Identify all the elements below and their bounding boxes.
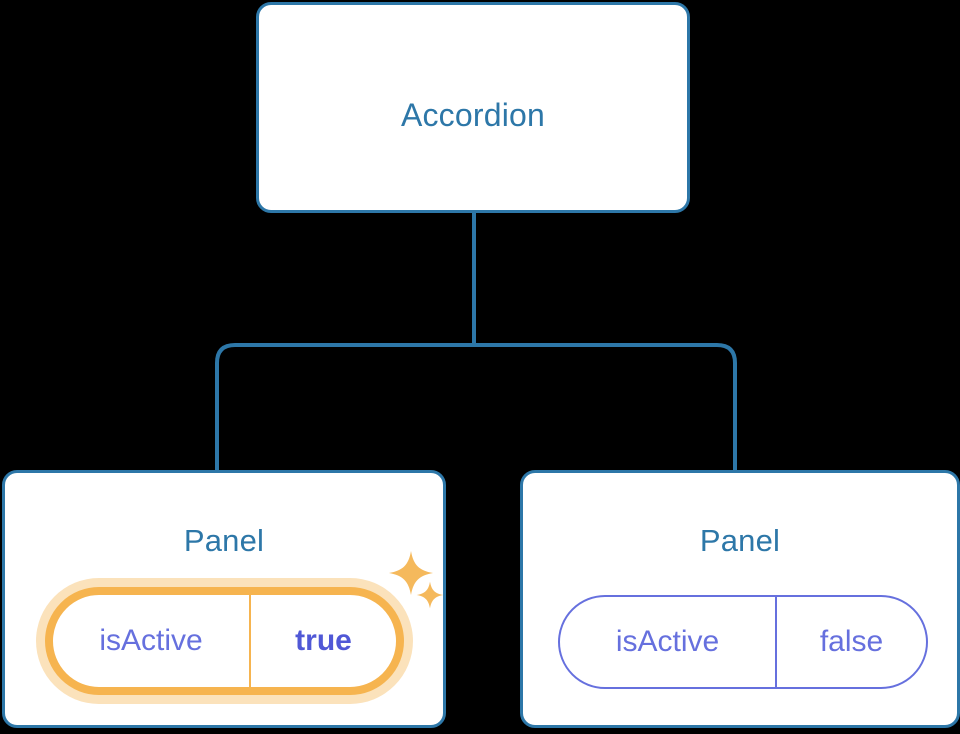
node-panel-active-title: Panel (183, 523, 265, 558)
prop-value-false: false (775, 597, 926, 687)
node-panel-inactive[interactable]: Panel isActive false (520, 470, 960, 728)
prop-pill-isactive-false[interactable]: isActive false (558, 595, 928, 689)
prop-pill-isactive-true[interactable]: isActive true (36, 578, 413, 704)
prop-key-isactive: isActive (99, 624, 203, 657)
node-panel-active[interactable]: Panel isActive true (2, 470, 446, 728)
prop-value-true: true (249, 595, 396, 687)
edge-to-panel-right (474, 343, 737, 472)
sparkle-small-icon (416, 581, 444, 609)
edge-to-panel-left (215, 343, 474, 472)
prop-key-isactive: isActive (615, 625, 720, 658)
node-accordion[interactable]: Accordion (256, 2, 690, 213)
node-panel-inactive-title: Panel (699, 523, 781, 558)
sparkle-large-icon (388, 550, 434, 596)
node-accordion-title: Accordion (400, 97, 546, 133)
